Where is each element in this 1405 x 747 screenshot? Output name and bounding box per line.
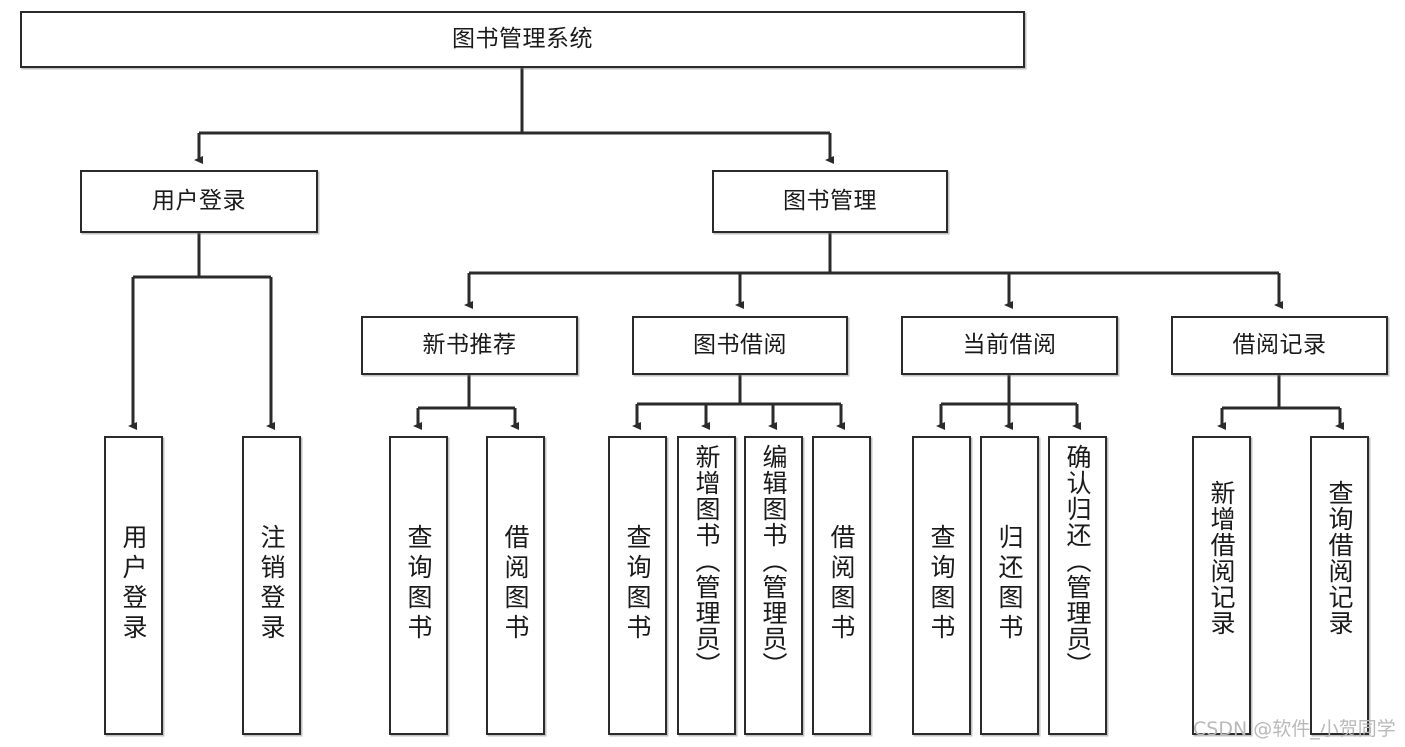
leaf-logout-login-label: 注销登录 [257, 524, 286, 644]
leaf-return-book[interactable]: 归还图书 [980, 436, 1039, 735]
leaf-add-borrow-record-label: 新增借阅记录 [1207, 480, 1236, 636]
leaf-user-login[interactable]: 用户登录 [104, 436, 163, 735]
leaf-query-book-3-label: 查询图书 [927, 524, 956, 644]
leaf-query-book-1-label: 查询图书 [404, 524, 433, 644]
node-borrow-record-label: 借阅记录 [1232, 331, 1327, 358]
leaf-borrow-book-2-label: 借阅图书 [827, 524, 856, 644]
leaf-edit-book-admin-label: 编辑图书（管理员） [759, 444, 788, 678]
node-root-label: 图书管理系统 [452, 25, 593, 52]
leaf-query-book-3[interactable]: 查询图书 [912, 436, 971, 735]
leaf-user-login-label: 用户登录 [119, 524, 148, 644]
node-user-login-label: 用户登录 [152, 187, 246, 214]
leaf-borrow-book-1[interactable]: 借阅图书 [486, 436, 545, 735]
leaf-borrow-book-2[interactable]: 借阅图书 [812, 436, 871, 735]
node-root-book-management-system[interactable]: 图书管理系统 [20, 11, 1025, 68]
leaf-edit-book-admin[interactable]: 编辑图书（管理员） [744, 436, 803, 735]
node-book-borrow-label: 图书借阅 [693, 331, 787, 358]
leaf-logout-login[interactable]: 注销登录 [242, 436, 301, 735]
node-current-borrow[interactable]: 当前借阅 [901, 316, 1118, 375]
leaf-return-book-label: 归还图书 [995, 524, 1024, 644]
leaf-query-book-2-label: 查询图书 [623, 524, 652, 644]
node-book-borrow[interactable]: 图书借阅 [632, 316, 848, 375]
node-borrow-record[interactable]: 借阅记录 [1171, 316, 1388, 375]
leaf-query-book-1[interactable]: 查询图书 [389, 436, 448, 735]
leaf-add-book-admin-label: 新增图书（管理员） [692, 444, 721, 678]
leaf-query-borrow-record[interactable]: 查询借阅记录 [1310, 436, 1369, 735]
leaf-add-borrow-record[interactable]: 新增借阅记录 [1192, 436, 1251, 735]
leaf-borrow-book-1-label: 借阅图书 [501, 524, 530, 644]
node-new-book-recommend[interactable]: 新书推荐 [361, 316, 578, 375]
node-current-borrow-label: 当前借阅 [962, 331, 1057, 358]
node-book-management[interactable]: 图书管理 [712, 170, 948, 233]
node-user-login[interactable]: 用户登录 [80, 170, 318, 233]
leaf-add-book-admin[interactable]: 新增图书（管理员） [677, 436, 736, 735]
leaf-confirm-return-admin-label: 确认归还（管理员） [1063, 444, 1092, 678]
node-book-management-label: 图书管理 [783, 187, 877, 214]
leaf-query-borrow-record-label: 查询借阅记录 [1325, 480, 1354, 636]
node-new-book-recommend-label: 新书推荐 [422, 331, 517, 358]
leaf-query-book-2[interactable]: 查询图书 [608, 436, 667, 735]
leaf-confirm-return-admin[interactable]: 确认归还（管理员） [1048, 436, 1107, 735]
csdn-watermark: CSDN @软件_小贺同学 [1193, 718, 1396, 740]
